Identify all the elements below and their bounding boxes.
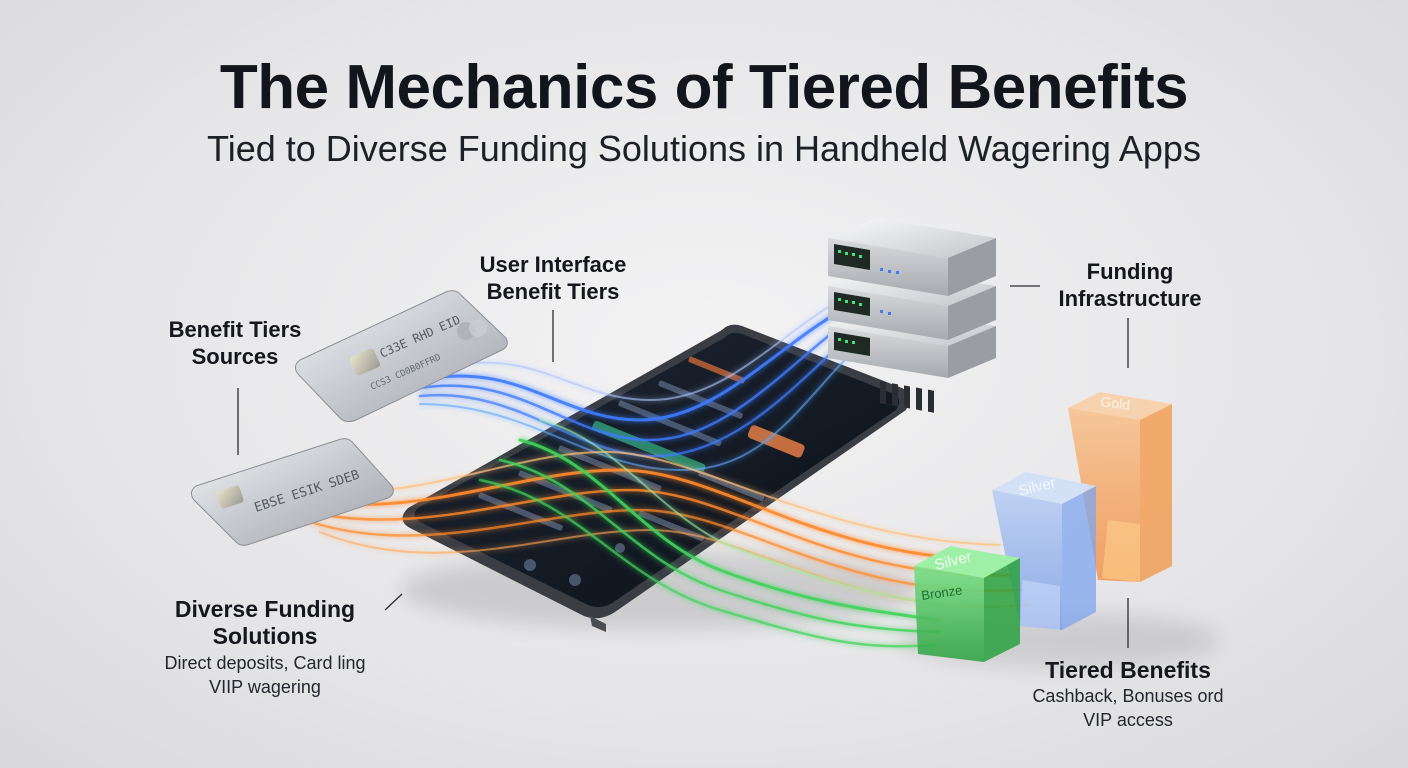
label-benefit-tiers-sources-line1: Benefit Tiers [140,316,330,343]
label-user-interface-line1: User Interface [448,251,658,278]
page-subtitle: Tied to Diverse Funding Solutions in Han… [0,128,1408,170]
label-diverse-funding-line1: Diverse Funding [150,596,380,623]
label-benefit-tiers-sources: Benefit Tiers Sources [140,316,330,370]
desc-diverse-funding: Direct deposits, Card ling VIIP wagering [150,651,380,699]
desc-diverse-funding-line1: Direct deposits, Card ling [150,651,380,675]
desc-tiered-benefits-line2: VIP access [1020,708,1236,732]
credit-card-bottom: EBSE ESIK SDEB [191,439,393,546]
label-benefit-tiers-sources-line2: Sources [140,343,330,370]
label-user-interface: User Interface Benefit Tiers [448,251,658,305]
desc-tiered-benefits: Cashback, Bonuses ord VIP access [1020,684,1236,732]
label-user-interface-line2: Benefit Tiers [448,278,658,305]
tier-bronze: Silver Bronze [914,546,1020,662]
label-diverse-funding: Diverse Funding Solutions [150,596,380,650]
label-tiered-benefits: Tiered Benefits [1020,657,1236,684]
label-funding-infrastructure-line1: Funding [1030,258,1230,285]
desc-diverse-funding-line2: VIIP wagering [150,675,380,699]
label-funding-infrastructure-line2: Infrastructure [1030,285,1230,312]
page-title: The Mechanics of Tiered Benefits [0,52,1408,123]
desc-tiered-benefits-line1: Cashback, Bonuses ord [1020,684,1236,708]
label-funding-infrastructure: Funding Infrastructure [1030,258,1230,312]
label-diverse-funding-line2: Solutions [150,623,380,650]
